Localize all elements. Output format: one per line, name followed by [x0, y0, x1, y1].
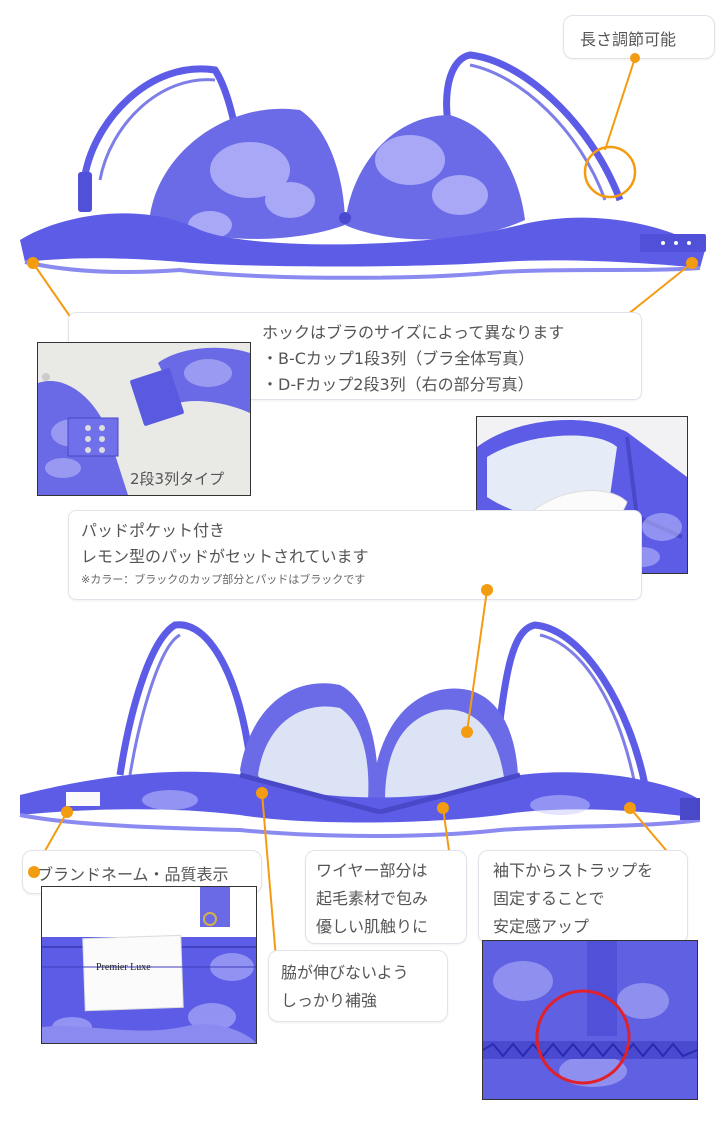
pad-note: ※カラー：ブラックのカップ部分とパッドはブラックです [81, 573, 366, 586]
wire-callout: ワイヤー部分は 起毛素材で包み 優しい肌触りに [305, 850, 467, 944]
side-line-1: 袖下からストラップを [493, 861, 654, 880]
bra-front-image [20, 51, 706, 280]
wire-line-2: 起毛素材で包み [316, 889, 429, 908]
strap-adjust-callout: 長さ調節可能 [563, 15, 715, 59]
side-line-2: 固定することで [493, 889, 605, 908]
side-strap-callout: 袖下からストラップを 固定することで 安定感アップ [478, 850, 688, 944]
pad-line-1: パッドポケット付き [81, 521, 226, 540]
wire-line-3: 優しい肌触りに [316, 917, 429, 936]
hook-line-1: ホックはブラのサイズによって異なります [262, 323, 565, 342]
side-line-3: 安定感アップ [493, 917, 590, 936]
brand-dot [28, 866, 40, 878]
brand-label: ブランドネーム・品質表示 [37, 865, 229, 884]
hook-detail-photo: 2段3列タイプ [37, 342, 251, 496]
strap-adjust-label: 長さ調節可能 [580, 30, 677, 49]
side-reinforce-callout: 脇が伸びないよう しっかり補強 [268, 950, 448, 1022]
brand-tag-photo: Premier Luxe [41, 886, 257, 1044]
tag-brand-text: Premier Luxe [96, 962, 151, 973]
strap-adjust-pointer [583, 53, 640, 199]
hook-line-3: ・D-Fカップ2段3列（右の部分写真） [262, 375, 534, 394]
side-strap-detail-photo [482, 940, 698, 1100]
side-reinforce-line-2: しっかり補強 [281, 991, 378, 1010]
bottom-pointers [32, 584, 684, 873]
pad-line-2: レモン型のパッドがセットされています [81, 547, 369, 566]
hook-line-2: ・B-Cカップ1段3列（ブラ全体写真） [262, 349, 535, 368]
pad-pocket-callout: パッドポケット付き レモン型のパッドがセットされています ※カラー：ブラックのカ… [68, 510, 642, 600]
bra-inside-image [19, 621, 701, 838]
hook-photo-caption: 2段3列タイプ [130, 470, 225, 488]
wire-line-1: ワイヤー部分は [316, 861, 428, 880]
side-reinforce-line-1: 脇が伸びないよう [281, 963, 409, 982]
